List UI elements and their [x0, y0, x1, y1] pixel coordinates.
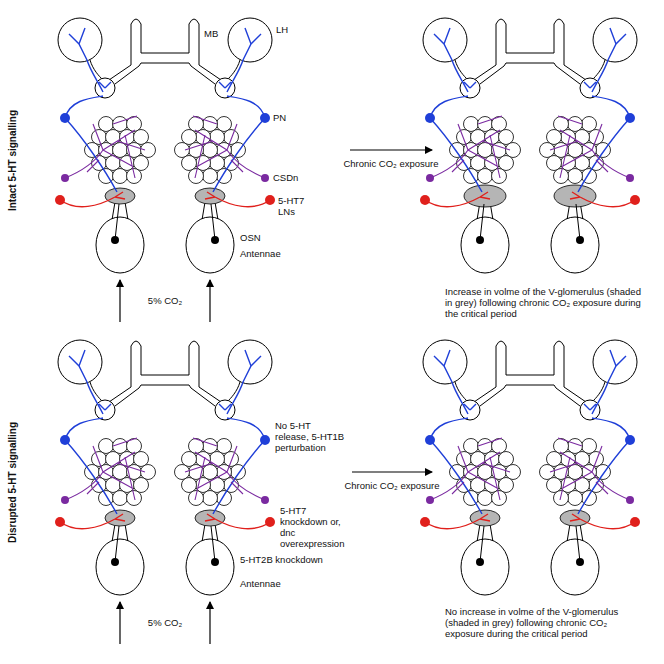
row-label: Intact 5-HT signalling [7, 109, 18, 210]
result-caption: Increase in volme of the V-glomerulus (s… [445, 286, 645, 319]
brain-left [55, 340, 165, 595]
brain-left [420, 18, 530, 273]
brain-left [420, 340, 530, 595]
neuron-label: OSN [240, 232, 261, 243]
neuron-label: 5-HT7 LNs [278, 195, 318, 217]
region-label: Antennae [240, 248, 281, 259]
neuron-label: CSDn [273, 172, 298, 183]
brain-left [55, 18, 165, 273]
region-label: LH [276, 24, 288, 35]
neuron-label: PN [273, 112, 286, 123]
stimulus-label: 5% CO₂ [148, 295, 182, 306]
brain-right [530, 340, 640, 595]
region-label: MB [204, 28, 218, 39]
brain-right [165, 18, 275, 273]
manipulation-label: 5-HT7 knockdown or, dnc overexpression [280, 505, 352, 549]
arrow-label: Chronic CO₂ exposure [336, 158, 446, 169]
arrow-label: Chronic CO₂ exposure [337, 480, 447, 491]
stimulus-label: 5% CO₂ [148, 617, 182, 628]
arrows [120, 150, 432, 644]
brain-right [530, 18, 640, 273]
result-caption: No increase in volme of the V-glomerulus… [445, 606, 645, 639]
row-label: Disrupted 5-HT signalling [7, 421, 18, 542]
manipulation-label: 5-HT2B knockdown [240, 554, 323, 565]
region-label: Antennae [240, 578, 281, 589]
manipulation-label: No 5-HT release, 5-HT1B perturbation [275, 420, 347, 453]
